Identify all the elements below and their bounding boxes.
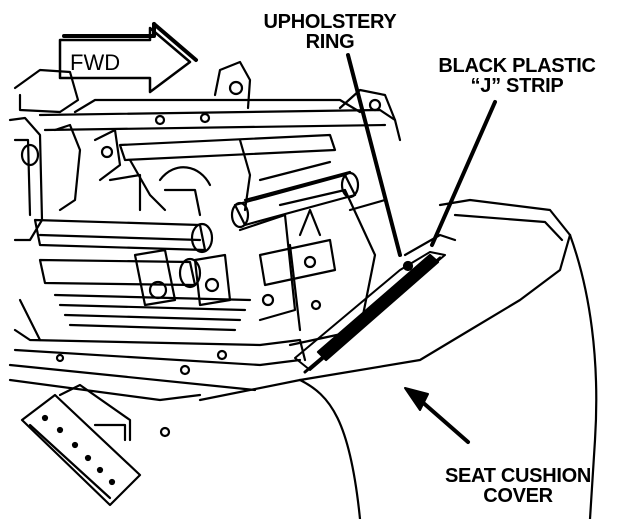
- cover-arrowhead: [404, 387, 429, 411]
- cover-leader: [418, 398, 470, 444]
- callout-leaders: [346, 53, 497, 444]
- seat-frame: [8, 60, 402, 402]
- upholstery-ring-leader: [346, 53, 402, 257]
- fwd-arrow: FWD: [58, 22, 198, 94]
- seat-cushion-cover: [198, 198, 598, 519]
- upholstery-ring-label-line2: RING: [305, 31, 355, 53]
- fwd-label: FWD: [70, 50, 120, 75]
- j-strip-label-line2: “J” STRIP: [470, 75, 564, 97]
- seat-cushion-cover-label: SEAT CUSHION COVER: [412, 466, 624, 506]
- seat-track-bracket: [20, 383, 171, 507]
- upholstery-ring: [294, 233, 457, 371]
- j-strip-label: BLACK PLASTIC “J” STRIP: [408, 56, 626, 96]
- seat-cushion-cover-label-line1: SEAT CUSHION: [444, 465, 592, 487]
- j-strip: [303, 253, 442, 374]
- upholstery-ring-label-line1: UPHOLSTERY: [263, 11, 397, 33]
- seat-cushion-cover-label-line2: COVER: [483, 485, 553, 507]
- j-strip-label-line1: BLACK PLASTIC: [438, 55, 596, 77]
- upholstery-ring-label: UPHOLSTERY RING: [240, 12, 420, 52]
- j-strip-leader: [430, 100, 497, 247]
